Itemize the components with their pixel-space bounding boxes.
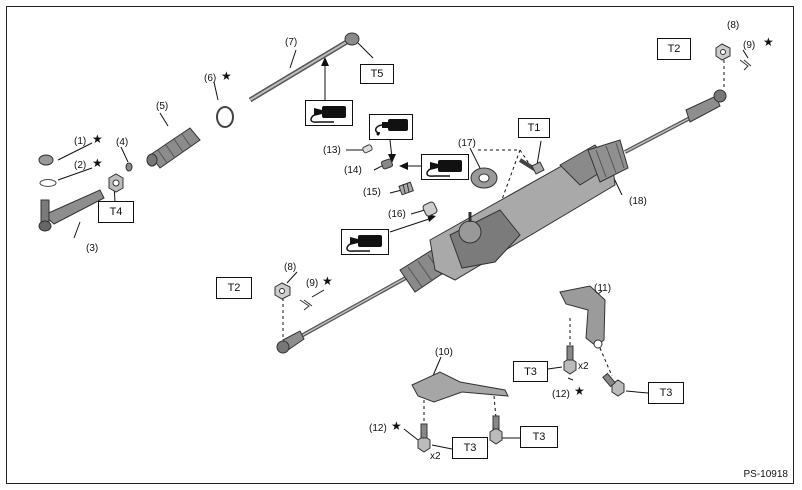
leader-8b bbox=[286, 271, 298, 284]
leader-t1 bbox=[536, 140, 542, 166]
steering-rack-18 bbox=[276, 89, 727, 354]
cotter-pin-9b bbox=[299, 299, 313, 311]
callout-6: (6) bbox=[204, 73, 217, 84]
star-icon: ★ bbox=[763, 35, 774, 49]
leader-t3b bbox=[431, 444, 453, 450]
callout-8-left: (8) bbox=[284, 262, 297, 273]
callout-4: (4) bbox=[116, 137, 129, 148]
o-ring-2 bbox=[39, 179, 57, 187]
cotter-pin-4 bbox=[125, 162, 133, 172]
grease-applicator-icon bbox=[421, 154, 469, 180]
callout-2: (2) bbox=[74, 160, 87, 171]
leader-3 bbox=[73, 221, 81, 239]
quantity-label-left: x2 bbox=[430, 451, 441, 462]
tie-rod-7 bbox=[248, 32, 360, 103]
star-icon: ★ bbox=[92, 156, 103, 170]
diagram-frame bbox=[6, 6, 794, 484]
leader-12a bbox=[567, 377, 574, 381]
callout-15: (15) bbox=[363, 187, 381, 198]
callout-1: (1) bbox=[74, 136, 87, 147]
leader-1 bbox=[57, 142, 93, 161]
leader-5 bbox=[159, 112, 169, 127]
clip-6 bbox=[216, 106, 234, 128]
torque-box-t3-shield: T3 bbox=[520, 426, 558, 448]
bolt-t3c bbox=[602, 372, 625, 397]
star-icon: ★ bbox=[391, 419, 402, 433]
shield-10 bbox=[411, 371, 509, 403]
callout-12-left: (12) bbox=[369, 423, 387, 434]
leader-t3c bbox=[625, 390, 649, 394]
callout-16: (16) bbox=[388, 209, 406, 220]
torque-box-t3-lower-bolt: T3 bbox=[452, 437, 488, 459]
callout-8-right: (8) bbox=[727, 20, 740, 31]
tie-rod-end-3 bbox=[38, 189, 105, 232]
bolt-t3d bbox=[489, 415, 503, 445]
leader-t3a bbox=[547, 366, 563, 370]
torque-box-t4: T4 bbox=[98, 201, 134, 223]
leader-12b bbox=[403, 428, 419, 441]
cotter-pin-9a bbox=[739, 59, 752, 71]
callout-12-right: (12) bbox=[552, 389, 570, 400]
bolt-t1 bbox=[518, 158, 545, 175]
star-icon: ★ bbox=[322, 274, 333, 288]
leader-16 bbox=[410, 209, 426, 215]
callout-9-right: (9) bbox=[743, 40, 756, 51]
nut-8a bbox=[715, 43, 731, 61]
grease-applicator-icon bbox=[341, 229, 389, 255]
grease-cap-1 bbox=[38, 154, 54, 166]
grease-applicator-icon bbox=[305, 100, 353, 126]
figure-code: PS-10918 bbox=[743, 469, 788, 480]
leader-9a bbox=[742, 49, 749, 59]
quantity-label-right: x2 bbox=[578, 361, 589, 372]
leader-t5 bbox=[357, 42, 374, 59]
callout-13: (13) bbox=[323, 145, 341, 156]
callout-10: (10) bbox=[435, 347, 453, 358]
leader-2 bbox=[57, 167, 93, 181]
star-icon: ★ bbox=[92, 132, 103, 146]
leader-7 bbox=[289, 49, 297, 69]
yoke-16 bbox=[422, 201, 438, 217]
torque-box-t2-right: T2 bbox=[657, 38, 691, 60]
leader-9b bbox=[311, 289, 325, 298]
adjuster-17 bbox=[470, 167, 498, 189]
bracket-11 bbox=[559, 285, 606, 347]
callout-3: (3) bbox=[86, 243, 99, 254]
callout-17: (17) bbox=[458, 138, 476, 149]
bolt-12b bbox=[417, 423, 431, 453]
bolt-12a bbox=[563, 345, 577, 375]
torque-box-t1: T1 bbox=[518, 118, 550, 138]
callout-14: (14) bbox=[344, 165, 362, 176]
leader-6 bbox=[213, 81, 219, 101]
callout-11: (11) bbox=[594, 283, 612, 294]
callout-7: (7) bbox=[285, 37, 298, 48]
nut-t4 bbox=[108, 173, 124, 193]
leader-14 bbox=[373, 165, 383, 171]
star-icon: ★ bbox=[574, 384, 585, 398]
boot-5 bbox=[146, 127, 201, 169]
torque-box-t2-left: T2 bbox=[216, 277, 252, 299]
torque-box-t3-bracket: T3 bbox=[648, 382, 684, 404]
spring-15 bbox=[398, 181, 414, 196]
leader-4 bbox=[120, 146, 129, 163]
callout-9-left: (9) bbox=[306, 278, 319, 289]
callout-18: (18) bbox=[629, 196, 647, 207]
torque-box-t5: T5 bbox=[360, 64, 394, 84]
callout-5: (5) bbox=[156, 101, 169, 112]
torque-box-t3-upper-bolt: T3 bbox=[513, 361, 548, 382]
nut-8b bbox=[274, 282, 291, 300]
seal-13 bbox=[362, 144, 373, 154]
leader-17 bbox=[469, 147, 481, 169]
grease-tube-icon bbox=[369, 114, 413, 140]
plug-14 bbox=[380, 158, 394, 170]
star-icon: ★ bbox=[221, 69, 232, 83]
